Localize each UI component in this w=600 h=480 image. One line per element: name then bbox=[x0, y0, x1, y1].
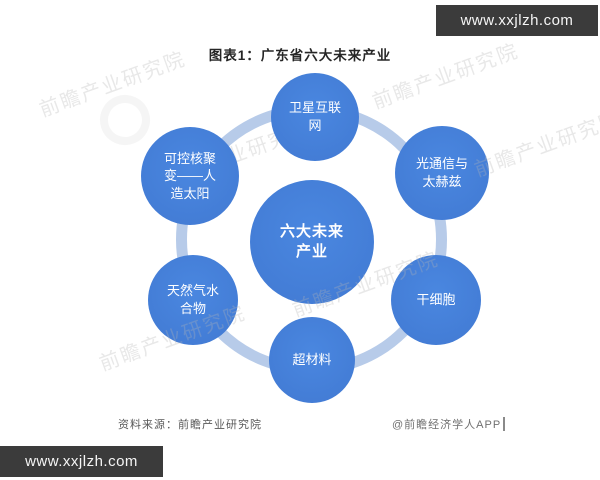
node-label: 卫星互联网 bbox=[288, 100, 341, 133]
node-nuclear-fusion: 可控核聚变——人造太阳 bbox=[141, 127, 239, 225]
node-label: 超材料 bbox=[292, 352, 332, 368]
url-banner-top-right: www.xxjlzh.com bbox=[436, 5, 598, 36]
node-label: 干细胞 bbox=[416, 292, 456, 308]
node-gas-hydrate: 天然气水合物 bbox=[148, 255, 238, 345]
chart-title: 图表1：广东省六大未来产业 bbox=[208, 48, 392, 63]
node-optical-terahertz: 光通信与太赫兹 bbox=[395, 126, 489, 220]
node-label: 六大未来产业 bbox=[280, 222, 345, 260]
node-stem-cells: 干细胞 bbox=[391, 255, 481, 345]
node-label: 光通信与太赫兹 bbox=[415, 156, 468, 189]
node-label: 天然气水合物 bbox=[166, 283, 219, 316]
node-center-hub: 六大未来产业 bbox=[250, 180, 374, 304]
node-metamaterials: 超材料 bbox=[269, 317, 355, 403]
text-cursor bbox=[503, 417, 506, 431]
url-banner-bottom-left: www.xxjlzh.com bbox=[0, 446, 163, 477]
watermark-logo-icon bbox=[92, 87, 158, 153]
data-source-note: 资料来源：前瞻产业研究院 bbox=[118, 419, 262, 431]
watermark-text: 前瞻产业研究院 bbox=[471, 108, 600, 182]
credit-note: @前瞻经济学人APP bbox=[392, 416, 506, 432]
node-satellite-internet: 卫星互联网 bbox=[271, 73, 359, 161]
credit-text: @前瞻经济学人APP bbox=[392, 419, 502, 431]
node-label: 可控核聚变——人造太阳 bbox=[163, 150, 216, 201]
